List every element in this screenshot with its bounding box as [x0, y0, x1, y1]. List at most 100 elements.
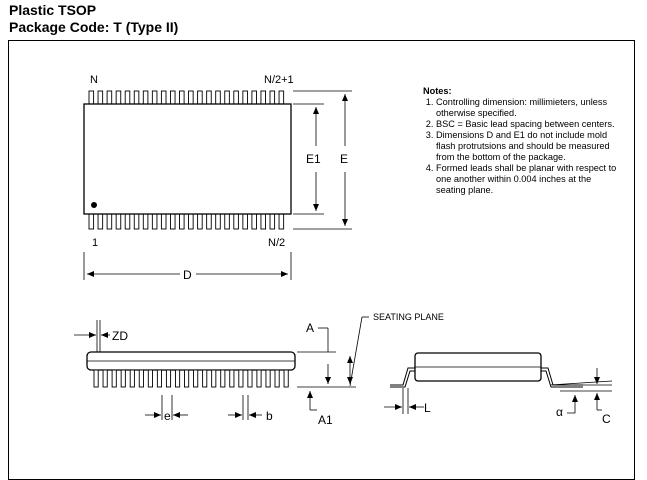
pin [224, 213, 230, 230]
pin [151, 213, 158, 230]
pin [174, 369, 181, 388]
seating-plane-leader [349, 316, 363, 387]
pin [215, 90, 221, 105]
pin [211, 369, 217, 388]
pin [169, 90, 176, 105]
pin [179, 90, 185, 105]
notes-list: Controlling dimension: millimieters, unl… [423, 97, 623, 196]
notes-block: Notes: Controlling dimension: millimiete… [423, 86, 623, 196]
package-drawing: N N/2+1 1 N/2 E1 E D ZD [74, 74, 613, 427]
alpha-leader-arrow [567, 395, 578, 414]
pin [256, 369, 262, 388]
note-item: Controlling dimension: millimieters, unl… [436, 97, 623, 119]
top-pin-row-lower [88, 213, 285, 230]
pin [115, 213, 122, 230]
pin [238, 369, 244, 388]
note-item: BSC = Basic lead spacing between centers… [436, 119, 623, 130]
pin [251, 90, 257, 105]
dim-label-a: A [306, 321, 314, 335]
dim-label-e: E [340, 152, 348, 166]
pin [188, 90, 194, 105]
pin [251, 213, 257, 230]
pin [278, 90, 285, 105]
dim-label-d: D [183, 268, 192, 282]
pin [233, 90, 239, 105]
top-pin-row-upper [88, 90, 285, 105]
side-view: ZD A A1 e b [74, 320, 356, 427]
lead-left-outer [390, 367, 415, 386]
pin [169, 213, 176, 230]
package-code: Package Code: T (Type II) [9, 19, 179, 35]
pin [97, 90, 104, 105]
pin [283, 369, 289, 388]
pin [206, 90, 212, 105]
pin [278, 213, 285, 230]
dim-label-pitch-e: e [164, 409, 171, 423]
pin [138, 369, 144, 388]
pin [115, 90, 122, 105]
package-body-top [83, 103, 292, 215]
pin [111, 369, 117, 388]
pin [197, 213, 203, 230]
pin-label-n: N [90, 74, 98, 86]
pin [160, 213, 167, 230]
pin [224, 90, 230, 105]
dim-label-l: L [424, 401, 431, 415]
pin [124, 213, 131, 230]
pin [269, 213, 276, 230]
dim-label-alpha: α [556, 405, 563, 419]
pin [265, 369, 271, 388]
pin [142, 213, 149, 230]
pin [124, 90, 131, 105]
alpha-reference-line [549, 380, 613, 386]
pin [129, 369, 135, 388]
dim-label-c: C [602, 412, 611, 426]
pin [233, 213, 239, 230]
pin [156, 369, 163, 388]
pin [147, 369, 153, 388]
pin [102, 369, 108, 388]
notes-heading: Notes: [423, 86, 452, 96]
pin [206, 213, 212, 230]
note-item: Dimensions D and E1 do not include mold … [436, 130, 623, 163]
dim-label-e1: E1 [306, 152, 321, 166]
pin1-indicator-dot [91, 202, 97, 208]
pin-label-n2: N/2 [268, 237, 285, 249]
dim-label-zd: ZD [112, 329, 128, 343]
pin [269, 90, 276, 105]
seating-plane-label: SEATING PLANE [373, 312, 444, 322]
pin [97, 213, 104, 230]
pin [151, 90, 158, 105]
pin [184, 369, 190, 388]
pin [260, 90, 267, 105]
note-item: Formed leads shall be planar with respec… [436, 163, 623, 196]
top-view: N N/2+1 1 N/2 E1 E D [83, 74, 352, 282]
pin [160, 90, 167, 105]
diagram-title: Plastic TSOP [9, 2, 97, 18]
pin [215, 213, 221, 230]
pin [197, 90, 203, 105]
pin [229, 369, 235, 388]
pin [142, 90, 149, 105]
pin [242, 213, 248, 230]
pin [242, 90, 248, 105]
end-view: SEATING PLANE L α C [349, 312, 613, 426]
pin [179, 213, 185, 230]
lead-right-outer [541, 367, 583, 386]
pin [88, 213, 95, 230]
pin-label-n2plus1: N/2+1 [264, 74, 294, 86]
lead-right-inner [541, 370, 583, 388]
pin [106, 213, 113, 230]
pin [220, 369, 226, 388]
pin [120, 369, 126, 388]
pin [133, 213, 140, 230]
pin [88, 90, 95, 105]
side-pin-row [93, 369, 289, 388]
pin [106, 90, 113, 105]
pin [202, 369, 208, 388]
pin [165, 369, 172, 388]
pin [93, 369, 99, 388]
pin-label-1: 1 [92, 237, 98, 249]
dim-label-b: b [266, 409, 273, 423]
pin [274, 369, 280, 388]
